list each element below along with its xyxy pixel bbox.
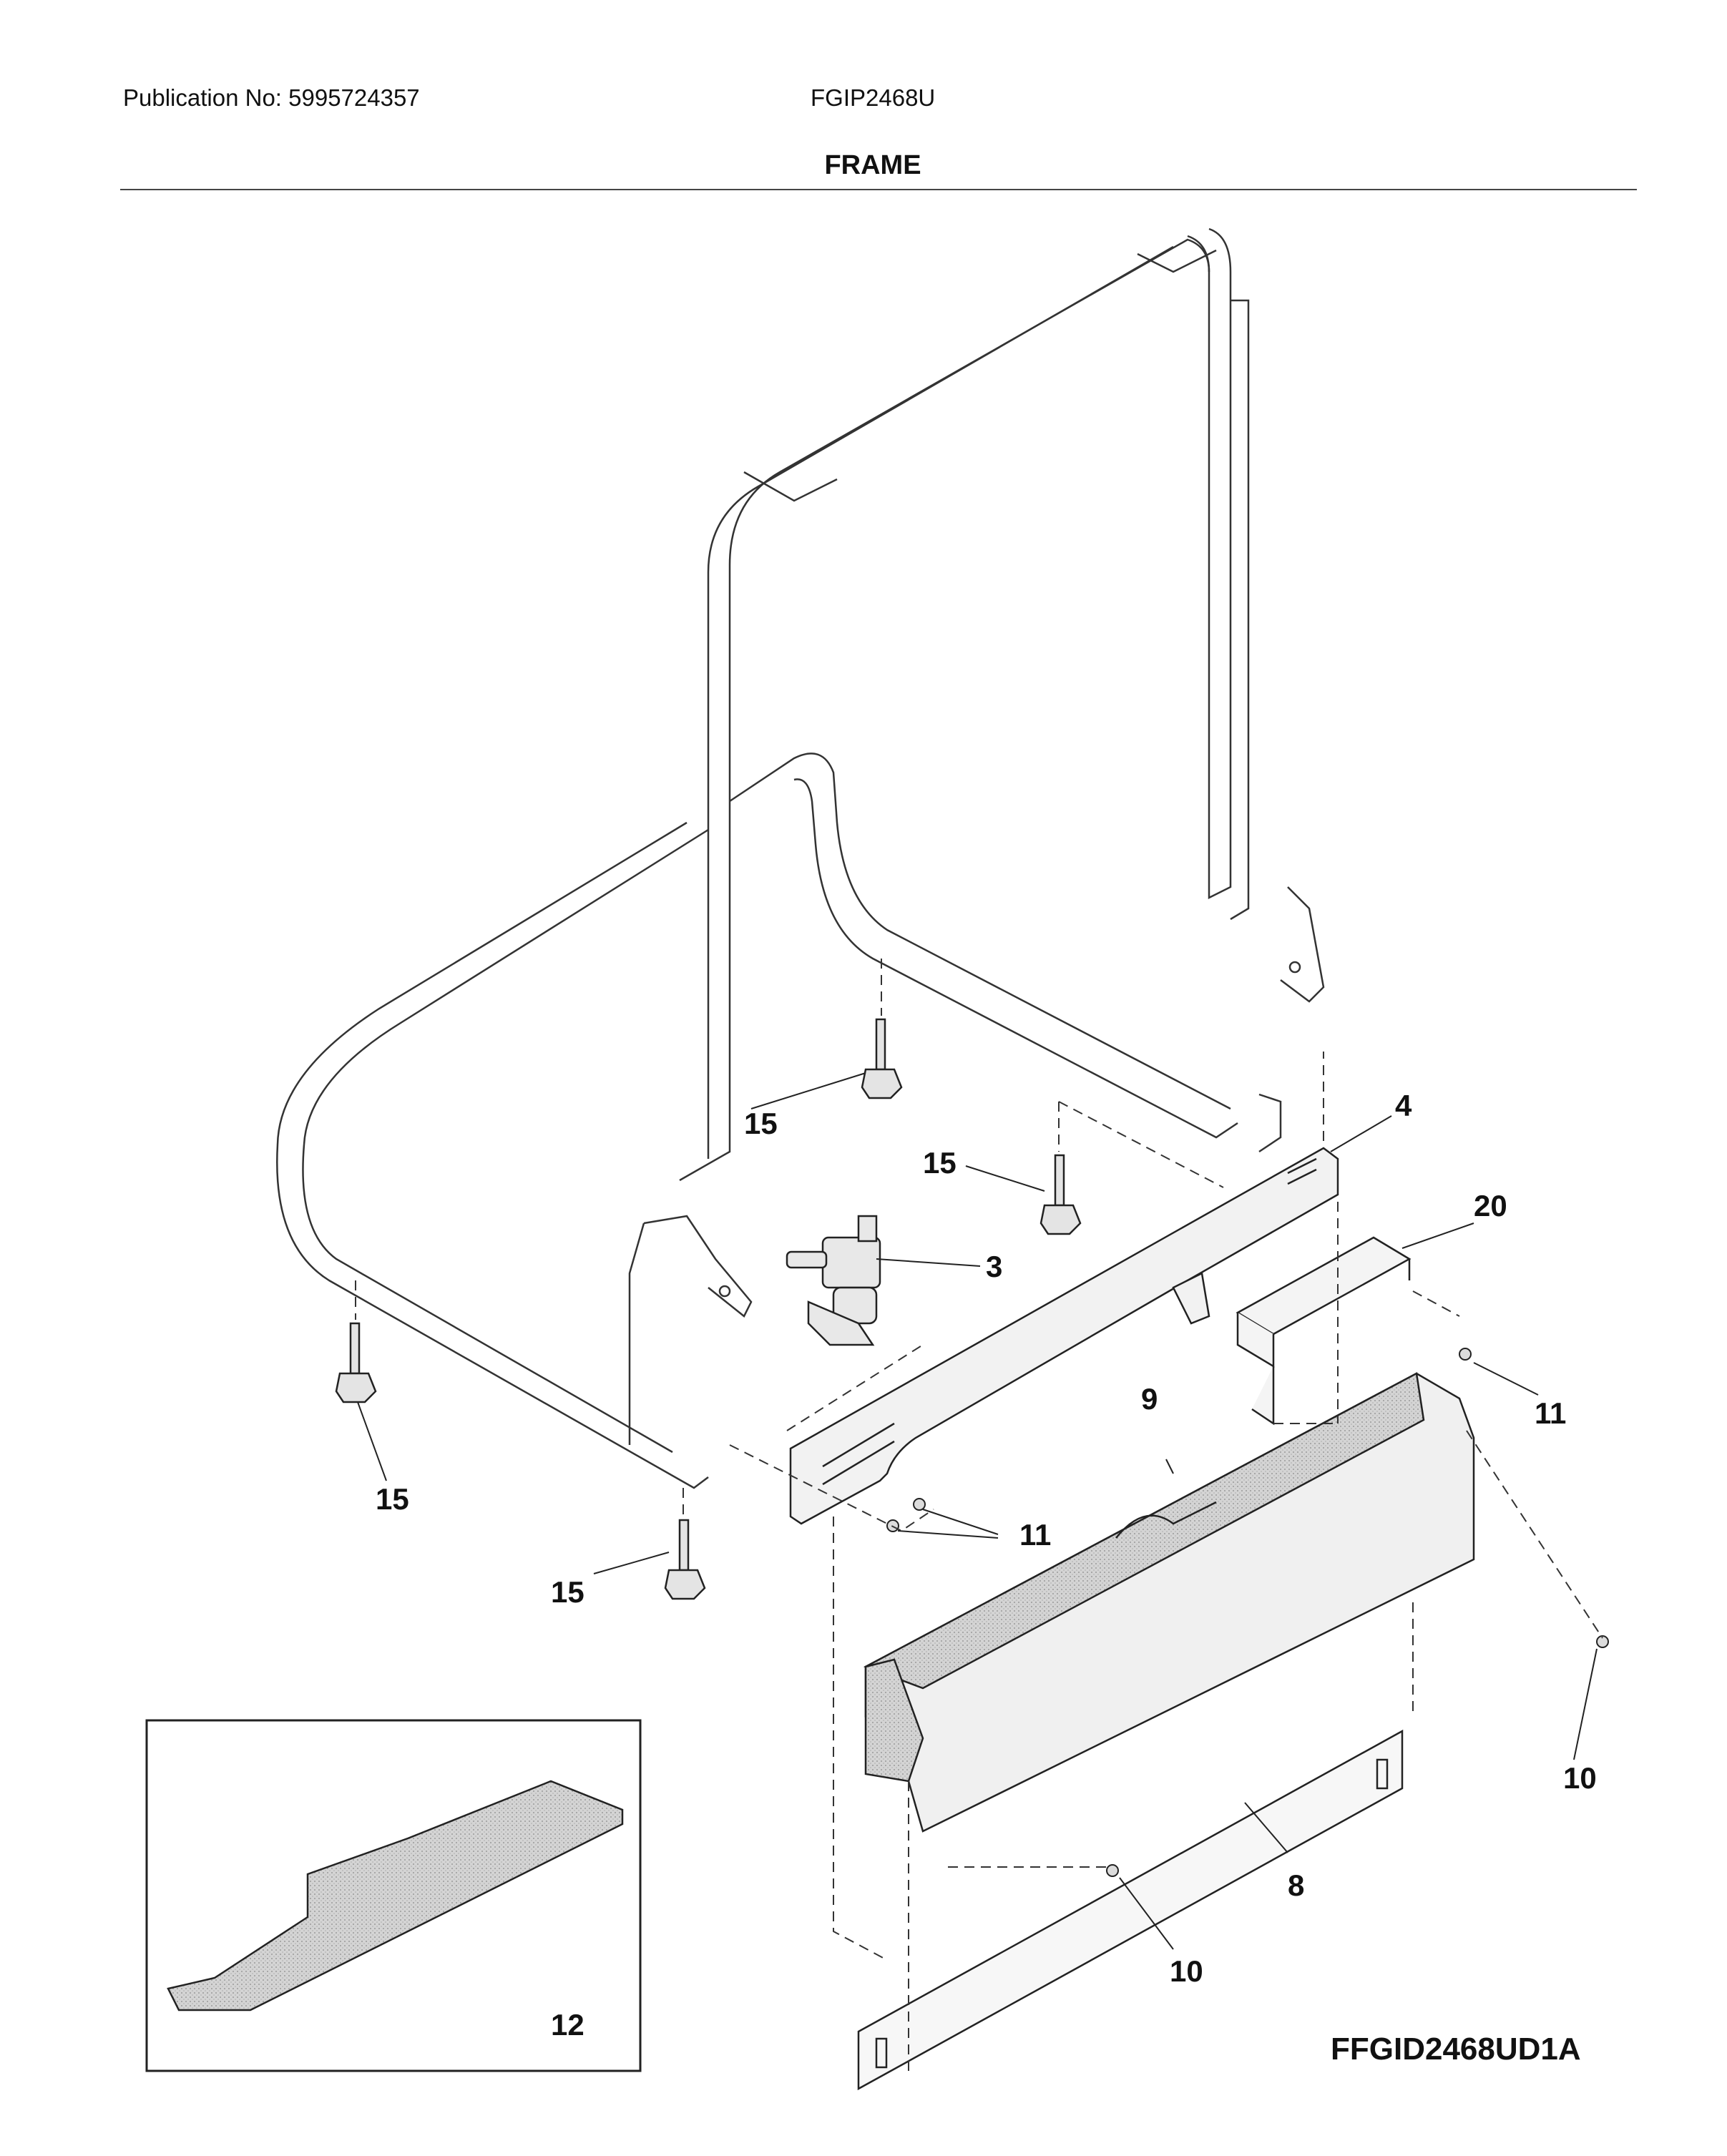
front-rail	[789, 1147, 1339, 1525]
leg-back-left	[861, 1018, 903, 1099]
label-15-back-right: 15	[923, 1146, 957, 1180]
label-10-right: 10	[1563, 1761, 1597, 1795]
screws	[886, 1348, 1609, 1877]
kick-plate	[857, 1729, 1404, 2091]
leg-back-right	[1039, 1154, 1082, 1235]
cover-bracket	[1236, 1236, 1412, 1426]
water-valve	[786, 1215, 881, 1346]
leveling-legs	[335, 1018, 1082, 1600]
label-15-front-left: 15	[376, 1482, 409, 1516]
label-15-front-right: 15	[551, 1575, 584, 1609]
leader-lines	[357, 1072, 1598, 1950]
header-rule	[120, 189, 1637, 190]
publication-number: Publication No: 5995724357	[123, 84, 420, 111]
leg-front-left	[335, 1322, 377, 1403]
label-11-left: 11	[1019, 1518, 1051, 1552]
leg-front-right	[664, 1519, 706, 1600]
model-number: FGIP2468U	[811, 84, 936, 111]
label-20: 20	[1474, 1189, 1507, 1222]
frame-assembly	[276, 227, 1325, 1489]
label-10-bottom: 10	[1170, 1954, 1203, 1988]
inset-box	[145, 1719, 642, 2072]
section-title: FRAME	[824, 150, 921, 180]
assembly-lines	[355, 959, 1603, 2074]
label-4: 4	[1395, 1089, 1412, 1122]
figure-code: FFGID2468UD1A	[1331, 2032, 1581, 2067]
label-9: 9	[1141, 1382, 1158, 1416]
label-12: 12	[551, 2008, 584, 2042]
label-3: 3	[986, 1250, 1002, 1283]
label-11-right: 11	[1535, 1396, 1566, 1430]
toe-kick	[863, 1372, 1475, 1833]
label-15-back-left: 15	[744, 1107, 778, 1140]
label-8: 8	[1288, 1868, 1304, 1902]
